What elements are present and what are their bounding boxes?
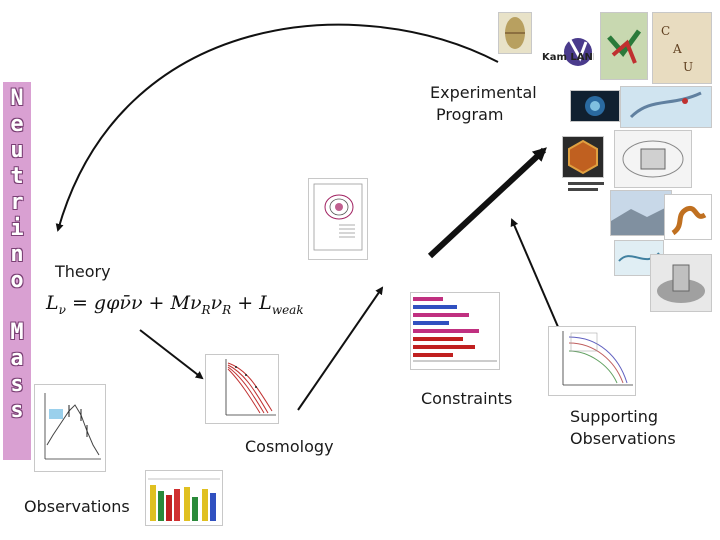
sidebar-letter: n	[10, 242, 24, 267]
sidebar-letter: s	[10, 372, 24, 397]
detector-diagram-thumbnail	[614, 130, 692, 188]
sidebar-letter: i	[10, 216, 24, 241]
power-spectrum-thumbnail	[205, 354, 279, 424]
arrow-cosmology-to-constraints	[297, 286, 384, 411]
sidebar-letter: t	[10, 164, 24, 189]
experimental-label-line1: Experimental	[430, 83, 537, 102]
arc-arrow-program-to-theory	[55, 23, 499, 232]
experimental-label-line2: Program	[436, 105, 504, 124]
sidebar-letter: s	[10, 398, 24, 423]
observations-histogram-thumbnail	[34, 384, 106, 472]
satellite-image-thumbnail	[570, 90, 620, 122]
arrow-observations-to-cosmology	[139, 329, 204, 380]
svg-text:U: U	[683, 60, 693, 74]
lagrangian-formula: Lν = gφν̄ν + MνRνR + Lweak	[46, 292, 304, 317]
hex-detector-thumbnail	[562, 136, 604, 178]
neutrino-mass-sidebar: N e u t r i n o M a s s	[3, 82, 31, 460]
apparatus-photo-thumbnail	[650, 254, 712, 312]
sidebar-letter: N	[10, 86, 24, 111]
sidebar-letter: e	[10, 112, 24, 137]
svg-text:A: A	[672, 42, 682, 56]
supporting-chart-thumbnail	[548, 326, 636, 396]
arrow-constraints-to-program	[427, 147, 547, 259]
contour-plot-thumbnail	[308, 178, 368, 260]
telescope-photo-thumbnail	[610, 190, 672, 236]
kamland-logo: Kam LAND	[540, 30, 594, 78]
sidebar-letter: r	[10, 190, 24, 215]
map-thumbnail	[620, 86, 712, 128]
supporting-label-line2: Observations	[570, 429, 676, 448]
dark-energy-survey-logo	[566, 178, 606, 198]
theory-label: Theory	[55, 262, 111, 281]
constraints-label: Constraints	[421, 389, 513, 408]
svg-text:Kam LAND: Kam LAND	[542, 52, 594, 63]
constraints-bar-thumbnail	[410, 292, 500, 370]
snake-image-thumbnail	[664, 194, 712, 240]
supporting-label-line1: Supporting	[570, 407, 658, 426]
sidebar-letter: a	[10, 346, 24, 371]
bar-chart-thumbnail	[145, 470, 223, 526]
svg-text:C: C	[661, 24, 670, 38]
cosmology-label: Cosmology	[245, 437, 334, 456]
sidebar-letter: u	[10, 138, 24, 163]
poster-thumbnail	[600, 12, 648, 80]
experimental-program-label: Experimental Program	[430, 82, 537, 126]
sidebar-letter: M	[10, 320, 24, 345]
sidebar-letter: o	[10, 268, 24, 293]
detector-photo-thumbnail	[498, 12, 532, 54]
supporting-observations-label: Supporting Observations	[570, 406, 676, 450]
observations-label: Observations	[24, 497, 130, 516]
